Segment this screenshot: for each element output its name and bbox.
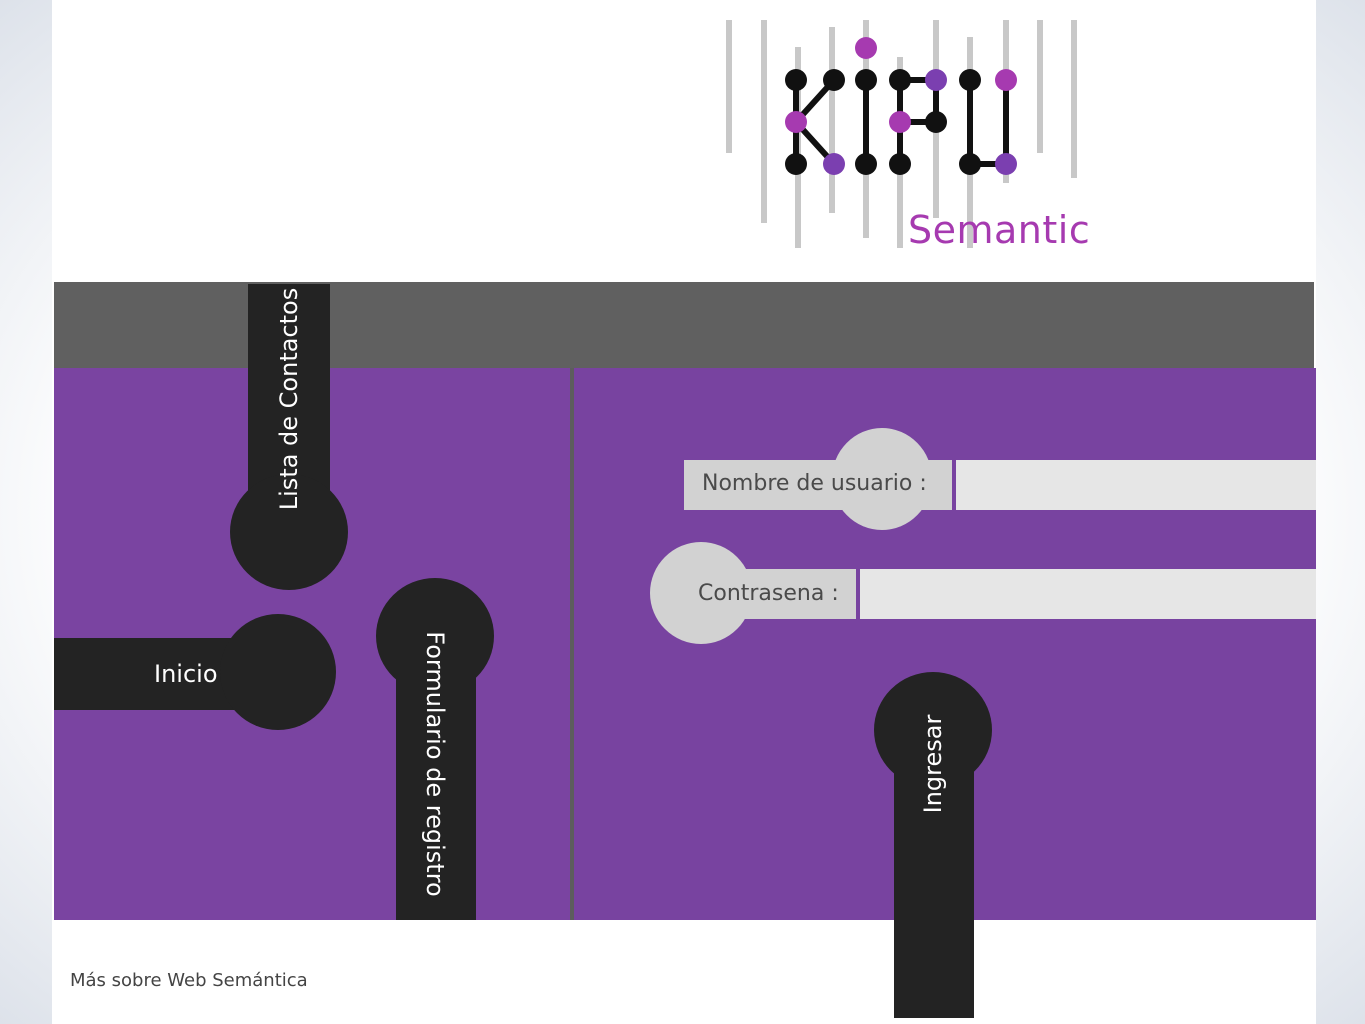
username-input[interactable] [956,460,1316,510]
submit-label: Ingresar [919,714,947,814]
nav-contacts-label: Lista de Contactos [275,287,303,511]
nav-home[interactable]: Inicio [54,614,336,730]
nav-contacts[interactable]: Lista de Contactos [230,284,348,590]
nav-register-stem [396,636,476,920]
nav-register-label: Formulario de registro [421,631,449,897]
nav-contacts-stem [248,284,330,504]
nav-home-knob [220,614,336,730]
more-semantic-web-link[interactable]: Más sobre Web Semántica [70,970,308,991]
submit-stem [894,730,974,1018]
submit-button[interactable]: Ingresar [874,672,992,1018]
nav-contacts-knob [230,474,348,590]
password-label: Contrasena : [698,581,839,606]
username-label: Nombre de usuario : [702,471,927,496]
password-label-box [692,569,856,619]
username-label-box [684,460,952,510]
kipu-logo [726,20,1086,260]
nav-home-label: Inicio [154,660,218,688]
password-input[interactable] [860,569,1316,619]
brand-name: Semantic [908,208,1091,252]
slide: Semantic Lista de Contactos Inicio Formu… [52,0,1316,1024]
kipu-logo-graphic [726,20,1077,248]
nav-register[interactable]: Formulario de registro [376,578,494,920]
panel-divider [570,368,574,920]
